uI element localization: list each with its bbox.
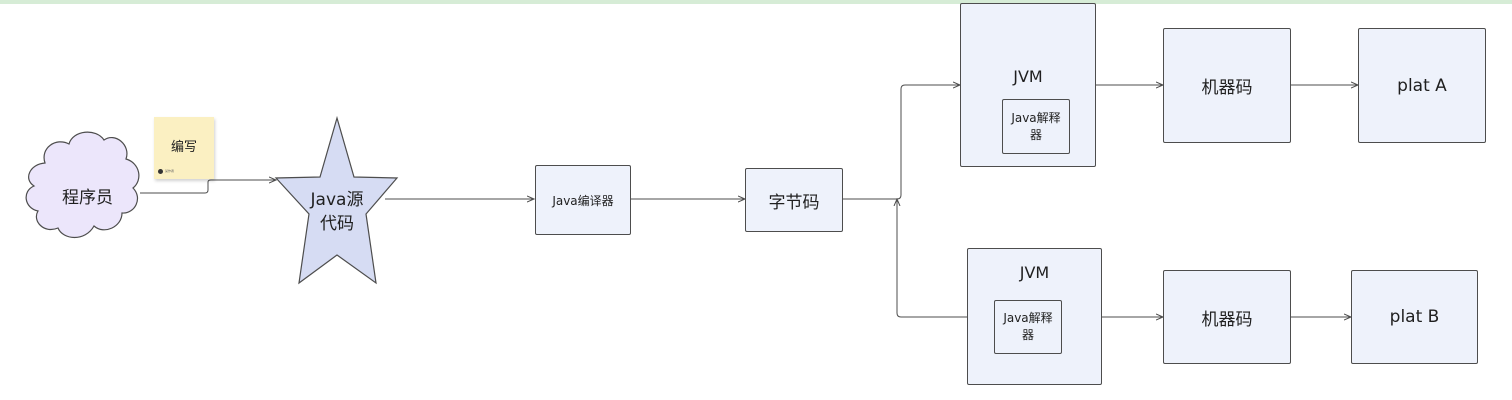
machine-code-a-text: 机器码 <box>1201 78 1253 98</box>
machine-code-a-node[interactable]: 机器码 <box>1163 28 1291 143</box>
interpreter-b-text: Java解释 器 <box>1003 311 1053 342</box>
bytecode-node[interactable]: 字节码 <box>745 168 843 232</box>
programmer-text: 程序员 <box>62 187 113 208</box>
plat-b-text: plat B <box>1389 307 1440 327</box>
edge-programmer-source <box>140 180 276 194</box>
machine-code-b-node[interactable]: 机器码 <box>1163 270 1291 364</box>
plat-a-text: plat A <box>1397 75 1447 96</box>
interpreter-a-text: Java解释 器 <box>1011 110 1061 142</box>
plat-a-node[interactable]: plat A <box>1358 28 1486 143</box>
sticky-note-text: 编写 <box>170 140 197 155</box>
programmer-cloud-shape[interactable] <box>25 131 140 239</box>
interpreter-b-node[interactable]: Java解释 器 <box>994 300 1062 354</box>
edge-bytecode-jvm-a <box>843 85 960 200</box>
machine-code-b-text: 机器码 <box>1201 309 1253 330</box>
jvm-a-node[interactable]: JVM Java解释 器 <box>960 3 1096 167</box>
interpreter-a-node[interactable]: Java解释 器 <box>1002 99 1070 154</box>
java-source-text: Java源 代码 <box>310 190 364 234</box>
author-avatar <box>158 169 163 174</box>
jvm-b-title: JVM <box>1019 263 1050 282</box>
plat-b-node[interactable]: plat B <box>1351 270 1478 364</box>
jvm-b-node[interactable]: JVM Java解释 器 <box>967 248 1102 385</box>
edge-bytecode-jvm-b <box>897 199 967 318</box>
top-border <box>0 0 1512 4</box>
bytecode-text: 字节码 <box>768 192 820 213</box>
sticky-note-author: 某作者 <box>165 169 175 173</box>
java-compiler-node[interactable]: Java编译器 <box>535 165 631 235</box>
java-source-star-shape[interactable] <box>274 115 399 285</box>
java-compiler-text: Java编译器 <box>552 193 614 208</box>
programmer-label: 程序员 <box>40 180 135 210</box>
sticky-note[interactable]: 编写 某作者 <box>154 117 214 179</box>
jvm-a-title: JVM <box>1013 67 1043 86</box>
java-source-label: Java源 代码 <box>292 186 382 238</box>
